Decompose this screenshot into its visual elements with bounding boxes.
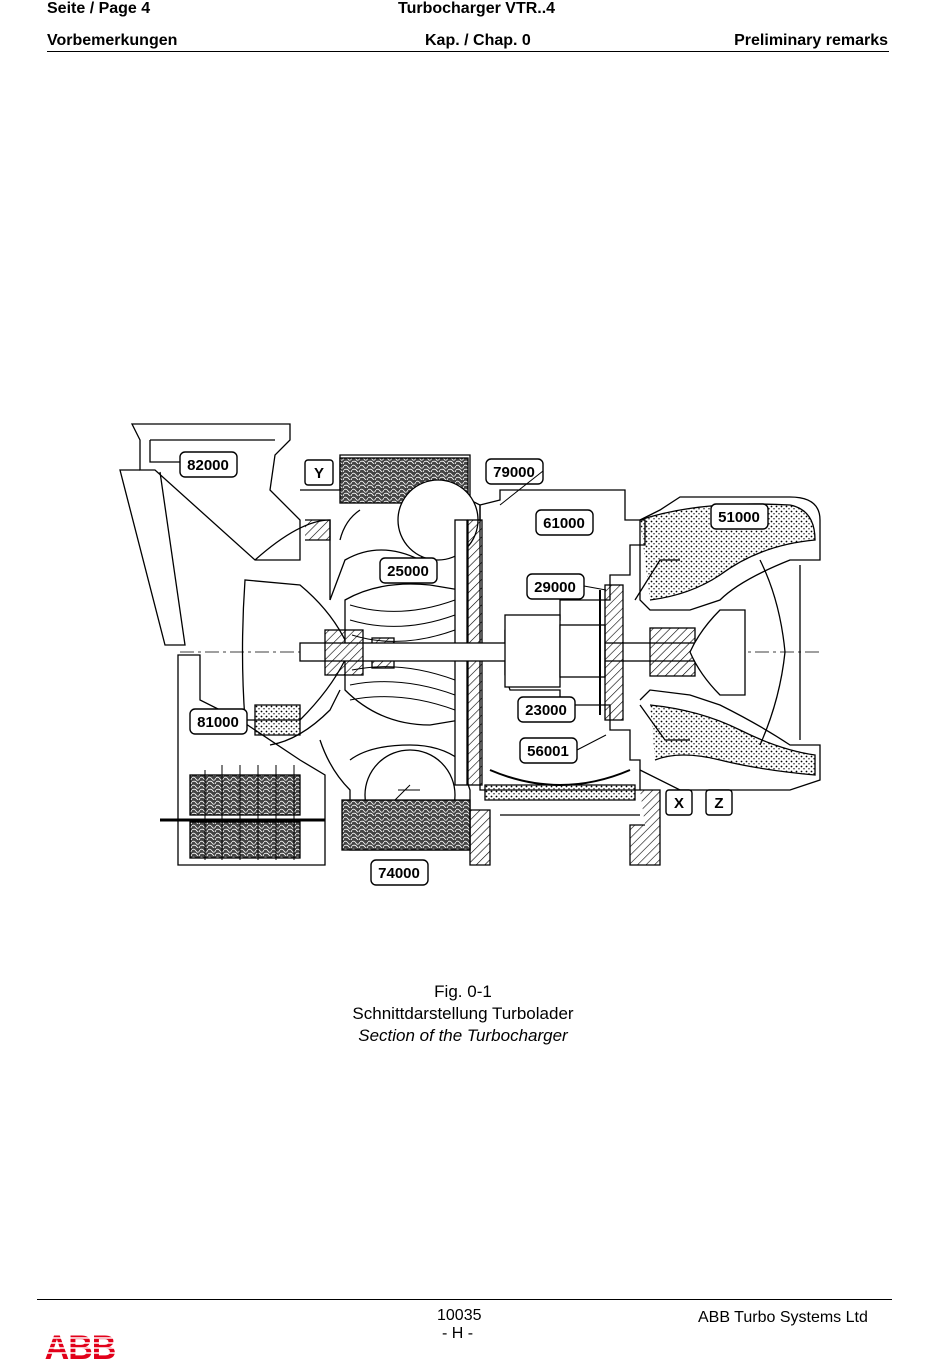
figure-title-german: Schnittdarstellung Turbolader: [352, 1004, 574, 1023]
part-label-x: X: [665, 789, 693, 816]
figure-number: Fig. 0-1: [434, 982, 492, 1001]
svg-text:56001: 56001: [527, 743, 569, 760]
figure-title-english: Section of the Turbocharger: [358, 1026, 568, 1045]
svg-text:X: X: [674, 795, 684, 812]
part-labels: 82000 Y 79000 61000 51000 25000 29000 8: [179, 451, 769, 886]
svg-text:Z: Z: [714, 795, 723, 812]
svg-text:29000: 29000: [534, 579, 576, 596]
part-label-56001: 56001: [519, 737, 578, 764]
part-label-81000: 81000: [189, 708, 248, 735]
svg-text:23000: 23000: [525, 702, 567, 719]
svg-text:51000: 51000: [718, 509, 760, 526]
chapter-number: Kap. / Chap. 0: [425, 32, 531, 49]
svg-text:82000: 82000: [187, 457, 229, 474]
svg-text:74000: 74000: [378, 865, 420, 882]
document-title: Turbocharger VTR..4: [398, 0, 556, 17]
company-name: ABB Turbo Systems Ltd: [698, 1309, 868, 1326]
svg-text:25000: 25000: [387, 563, 429, 580]
abb-logo: ABB: [42, 1330, 118, 1362]
part-label-23000: 23000: [517, 696, 576, 723]
part-label-51000: 51000: [710, 503, 769, 530]
part-label-y: Y: [304, 459, 334, 486]
section-title-german: Vorbemerkungen: [47, 32, 178, 49]
page-number: Seite / Page 4: [47, 0, 151, 17]
part-label-25000: 25000: [379, 557, 438, 584]
svg-text:Y: Y: [314, 465, 324, 482]
section-title-english: Preliminary remarks: [734, 32, 888, 49]
document-number: 10035: [437, 1307, 482, 1324]
svg-text:79000: 79000: [493, 464, 535, 481]
part-label-61000: 61000: [535, 509, 594, 536]
part-label-79000: 79000: [485, 458, 544, 485]
svg-text:81000: 81000: [197, 714, 239, 731]
part-label-z: Z: [705, 789, 733, 816]
header-rule: [47, 51, 889, 52]
part-label-29000: 29000: [526, 573, 585, 600]
footer-rule: [37, 1299, 892, 1300]
svg-text:61000: 61000: [543, 515, 585, 532]
part-label-82000: 82000: [179, 451, 238, 478]
svg-text:ABB: ABB: [45, 1330, 116, 1362]
part-label-74000: 74000: [370, 859, 429, 886]
revision-index: - H -: [442, 1325, 474, 1342]
